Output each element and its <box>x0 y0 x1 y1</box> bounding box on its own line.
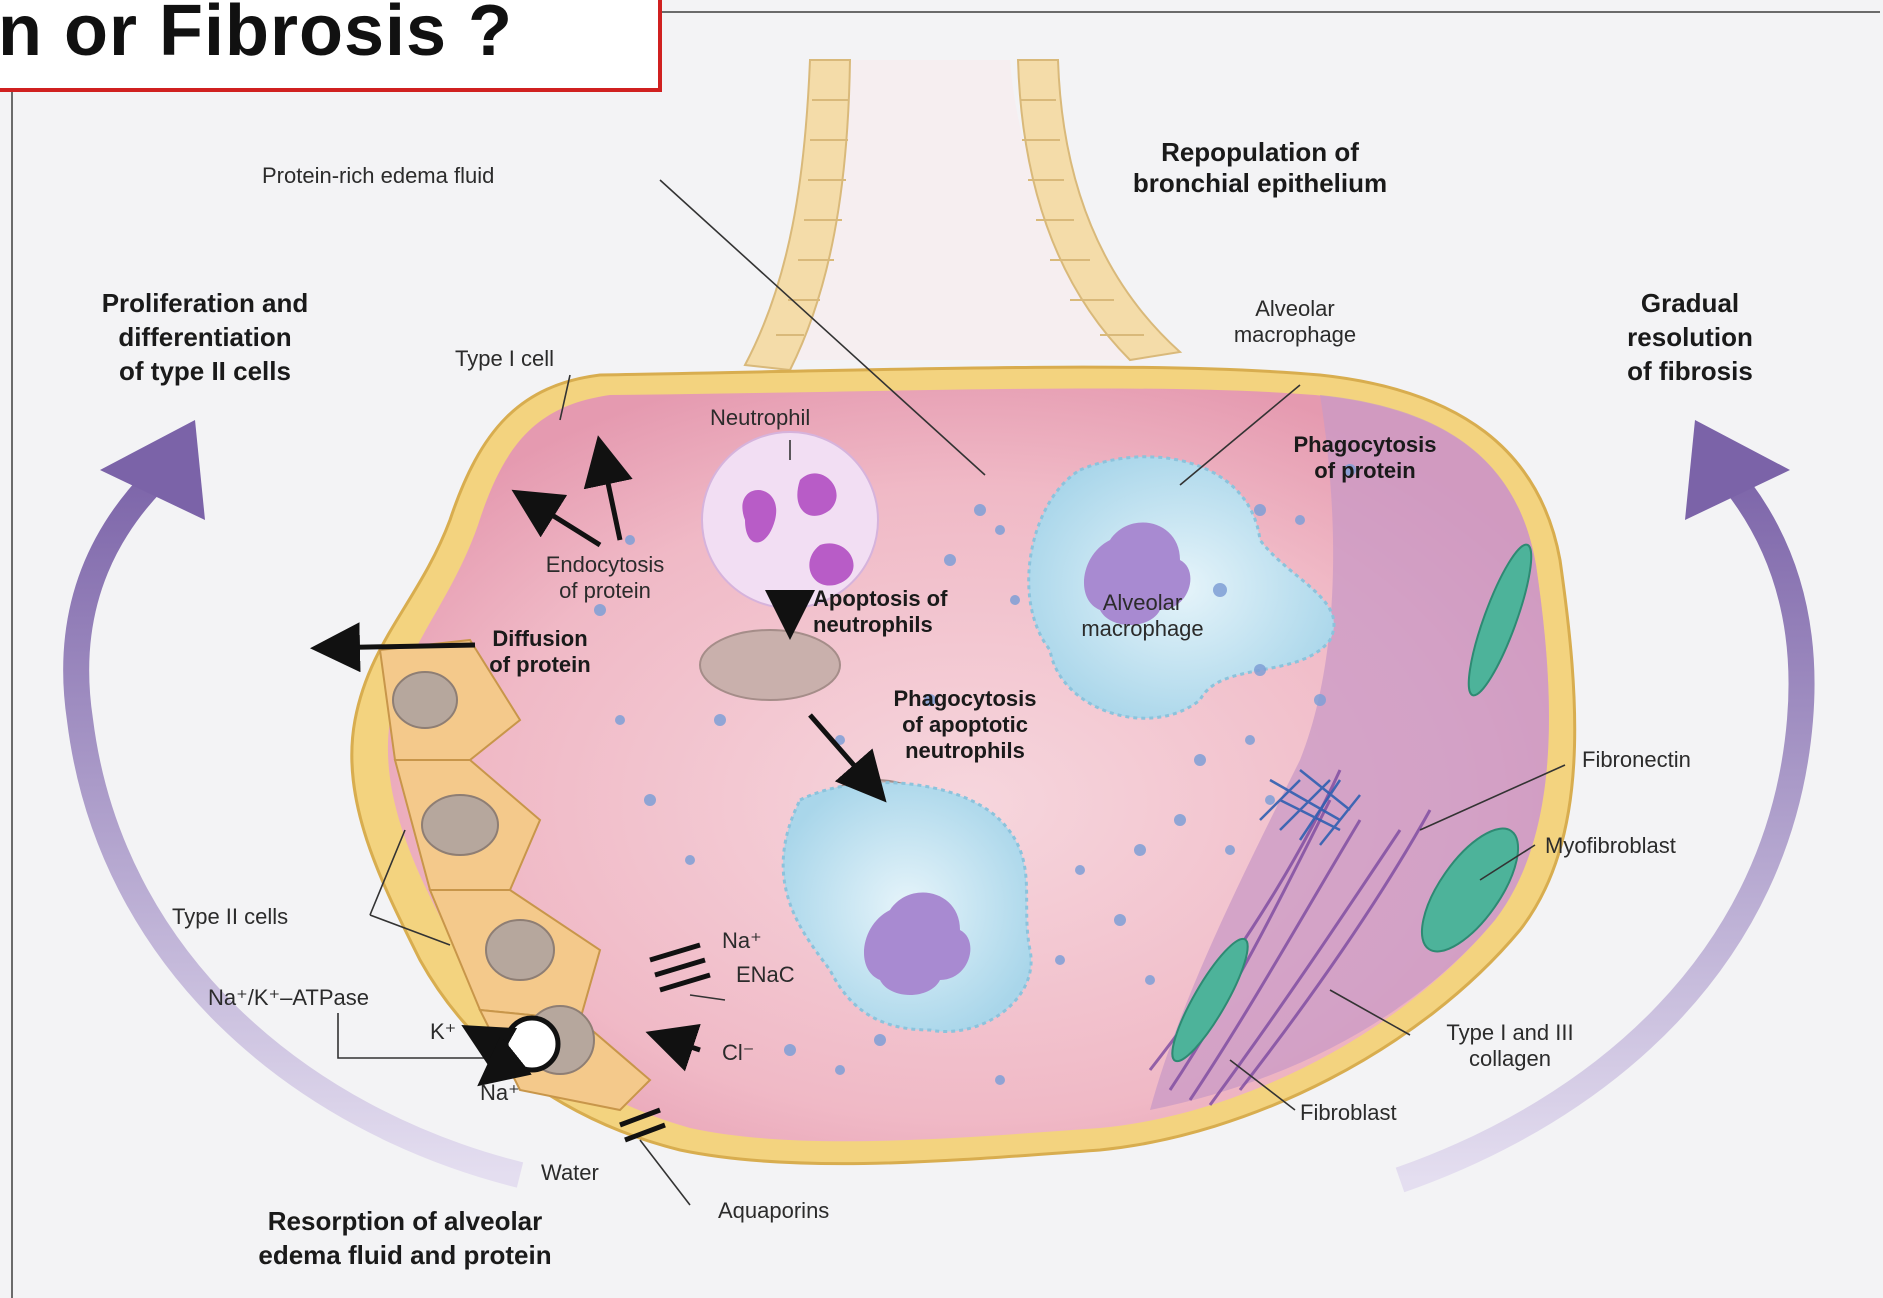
label-apop-line1: Apoptosis of <box>813 586 947 612</box>
label-apoptosis: Apoptosis of neutrophils <box>813 586 947 638</box>
label-am-mid-line2: macrophage <box>1035 616 1250 642</box>
label-diff-line2: of protein <box>445 652 635 678</box>
label-resorption: Resorption of alveolar edema fluid and p… <box>190 1205 620 1273</box>
atpase-pump <box>506 1018 558 1070</box>
label-am-top-line1: Alveolar <box>1180 296 1410 322</box>
label-resorption-line2: edema fluid and protein <box>190 1239 620 1273</box>
label-k-plus: K⁺ <box>430 1019 456 1045</box>
label-gradual-resolution: Gradual resolution of fibrosis <box>1570 287 1810 388</box>
label-diff-line1: Diffusion <box>445 626 635 652</box>
label-proliferation-line2: differentiation <box>40 321 370 355</box>
label-myofibroblast: Myofibroblast <box>1545 833 1676 859</box>
label-na-plus-2: Na⁺ <box>480 1080 520 1106</box>
label-type1-cell: Type I cell <box>455 346 554 372</box>
label-diffusion: Diffusion of protein <box>445 626 635 678</box>
label-phagocytosis-apoptotic: Phagocytosis of apoptotic neutrophils <box>845 686 1085 764</box>
label-am-top-line2: macrophage <box>1180 322 1410 348</box>
label-pp-line2: of protein <box>1255 458 1475 484</box>
label-enac: ENaC <box>736 962 795 988</box>
label-atpase: Na⁺/K⁺–ATPase <box>208 985 369 1011</box>
label-neutrophil: Neutrophil <box>710 405 810 431</box>
label-gradual-line2: resolution <box>1570 321 1810 355</box>
label-fibroblast: Fibroblast <box>1300 1100 1397 1126</box>
label-repopulation: Repopulation of bronchial epithelium <box>1100 137 1420 198</box>
apoptotic-neutrophil <box>700 630 840 700</box>
label-endo-line1: Endocytosis <box>500 552 710 578</box>
label-pa-line1: Phagocytosis <box>845 686 1085 712</box>
label-apop-line2: neutrophils <box>813 612 947 638</box>
label-edema-fluid: Protein-rich edema fluid <box>262 163 494 189</box>
label-type2-cells: Type II cells <box>172 904 288 930</box>
label-proliferation: Proliferation and differentiation of typ… <box>40 287 370 388</box>
label-collagen-line2: collagen <box>1405 1046 1615 1072</box>
label-collagen: Type I and III collagen <box>1405 1020 1615 1072</box>
label-repopulation-line2: bronchial epithelium <box>1100 168 1420 199</box>
label-proliferation-line1: Proliferation and <box>40 287 370 321</box>
title-box: n or Fibrosis ? <box>0 0 662 92</box>
label-am-mid-line1: Alveolar <box>1035 590 1250 616</box>
label-na-plus: Na⁺ <box>722 928 762 954</box>
label-pa-line2: of apoptotic <box>845 712 1085 738</box>
label-fibronectin: Fibronectin <box>1582 747 1691 773</box>
label-endocytosis: Endocytosis of protein <box>500 552 710 604</box>
label-phagocytosis-protein: Phagocytosis of protein <box>1255 432 1475 484</box>
label-collagen-line1: Type I and III <box>1405 1020 1615 1046</box>
label-endo-line2: of protein <box>500 578 710 604</box>
label-repopulation-line1: Repopulation of <box>1100 137 1420 168</box>
label-gradual-line1: Gradual <box>1570 287 1810 321</box>
label-water: Water <box>541 1160 599 1186</box>
label-gradual-line3: of fibrosis <box>1570 355 1810 389</box>
page-title: n or Fibrosis ? <box>0 0 513 72</box>
label-pp-line1: Phagocytosis <box>1255 432 1475 458</box>
label-cl-minus: Cl⁻ <box>722 1040 754 1066</box>
label-alveolar-macrophage-top: Alveolar macrophage <box>1180 296 1410 348</box>
label-resorption-line1: Resorption of alveolar <box>190 1205 620 1239</box>
label-alveolar-macrophage-mid: Alveolar macrophage <box>1035 590 1250 642</box>
label-proliferation-line3: of type II cells <box>40 355 370 389</box>
label-pa-line3: neutrophils <box>845 738 1085 764</box>
label-aquaporins: Aquaporins <box>718 1198 829 1224</box>
